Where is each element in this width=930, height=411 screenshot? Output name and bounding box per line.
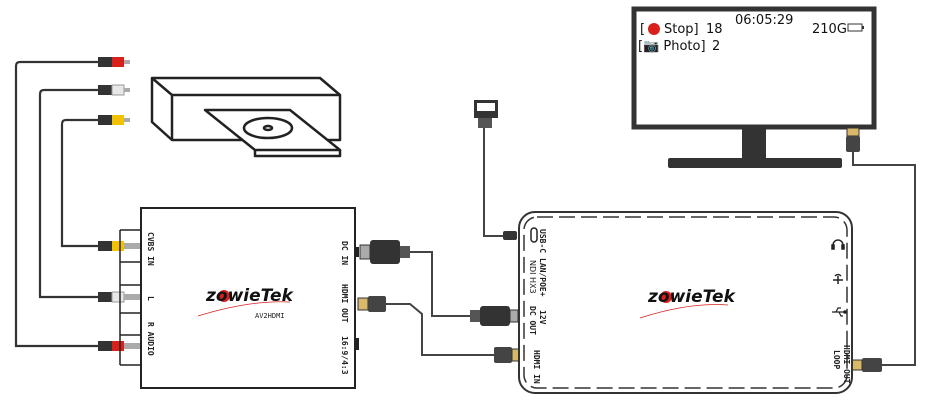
rca-plug-yellow-top: [98, 115, 130, 125]
rca-plug-red-r: [98, 341, 140, 351]
usb-c-port: [530, 227, 538, 243]
port-label-audio-r: R AUDIO: [146, 322, 155, 356]
port-label-loop: LOOP: [832, 350, 841, 369]
storage-remaining: 210G: [812, 22, 847, 37]
photo-label: [📷 Photo]: [638, 39, 706, 54]
port-label-lan-poe: LAN/POE+: [538, 258, 547, 297]
rca-plug-white-l: [98, 291, 140, 303]
hdmi-cable-monitor: [846, 127, 916, 372]
monitor: [ Stop] 18 06:05:29 210G [📷 Photo] 2: [631, 6, 877, 168]
dvd-player: [150, 76, 342, 158]
microphone-icon: [833, 273, 843, 284]
headphone-icon: [831, 239, 845, 250]
model-label: AV2HDMI: [255, 312, 285, 320]
hdmi-cable: [357, 296, 523, 363]
port-label-usb-c: USB-C: [538, 229, 547, 253]
port-label-hdmi-out: HDMI OUT: [842, 345, 851, 384]
port-label-dc-out: DC OUT: [528, 306, 537, 335]
logo-dot: [660, 291, 672, 303]
rca-plug-red-top: [98, 57, 130, 67]
rca-cables: [14, 60, 100, 348]
port-label-dc-in: DC IN: [340, 241, 349, 265]
brand-logo: zowieTek: [647, 287, 737, 307]
port-label-hdmi-out: HDMI OUT: [340, 284, 349, 323]
clock-time: 06:05:29: [735, 13, 793, 28]
logo-dot: [218, 290, 230, 302]
port-label-aspect: 16:9/4:3: [340, 336, 349, 375]
av2hdmi-converter: CVBS IN L R AUDIO DC IN HDMI OUT 16:9/4:…: [119, 207, 359, 389]
rca-plug-yellow-cvbs: [98, 241, 140, 251]
port-label-audio-l: L: [146, 296, 155, 301]
record-count: 18: [706, 22, 723, 37]
battery-icon: [847, 23, 864, 32]
port-label-12v: 12V: [538, 310, 547, 325]
port-label-ndi: NDI HX3: [528, 260, 537, 294]
record-status: Stop]: [664, 22, 699, 37]
photo-count: 2: [712, 39, 720, 54]
ndi-encoder: USB-C NDI HX3 LAN/POE+ DC OUT 12V HDMI I…: [518, 211, 853, 394]
usb-dongle: [474, 100, 517, 240]
rca-plug-white-top: [98, 84, 130, 96]
port-label-cvbs-in: CVBS IN: [146, 232, 155, 266]
power-cable: [359, 240, 519, 326]
record-icon: [648, 23, 660, 35]
record-bracket: [: [640, 22, 645, 37]
usb-icon: [832, 307, 847, 317]
brand-logo: zowieTek: [205, 286, 295, 306]
port-label-hdmi-in: HDMI IN: [532, 350, 541, 384]
